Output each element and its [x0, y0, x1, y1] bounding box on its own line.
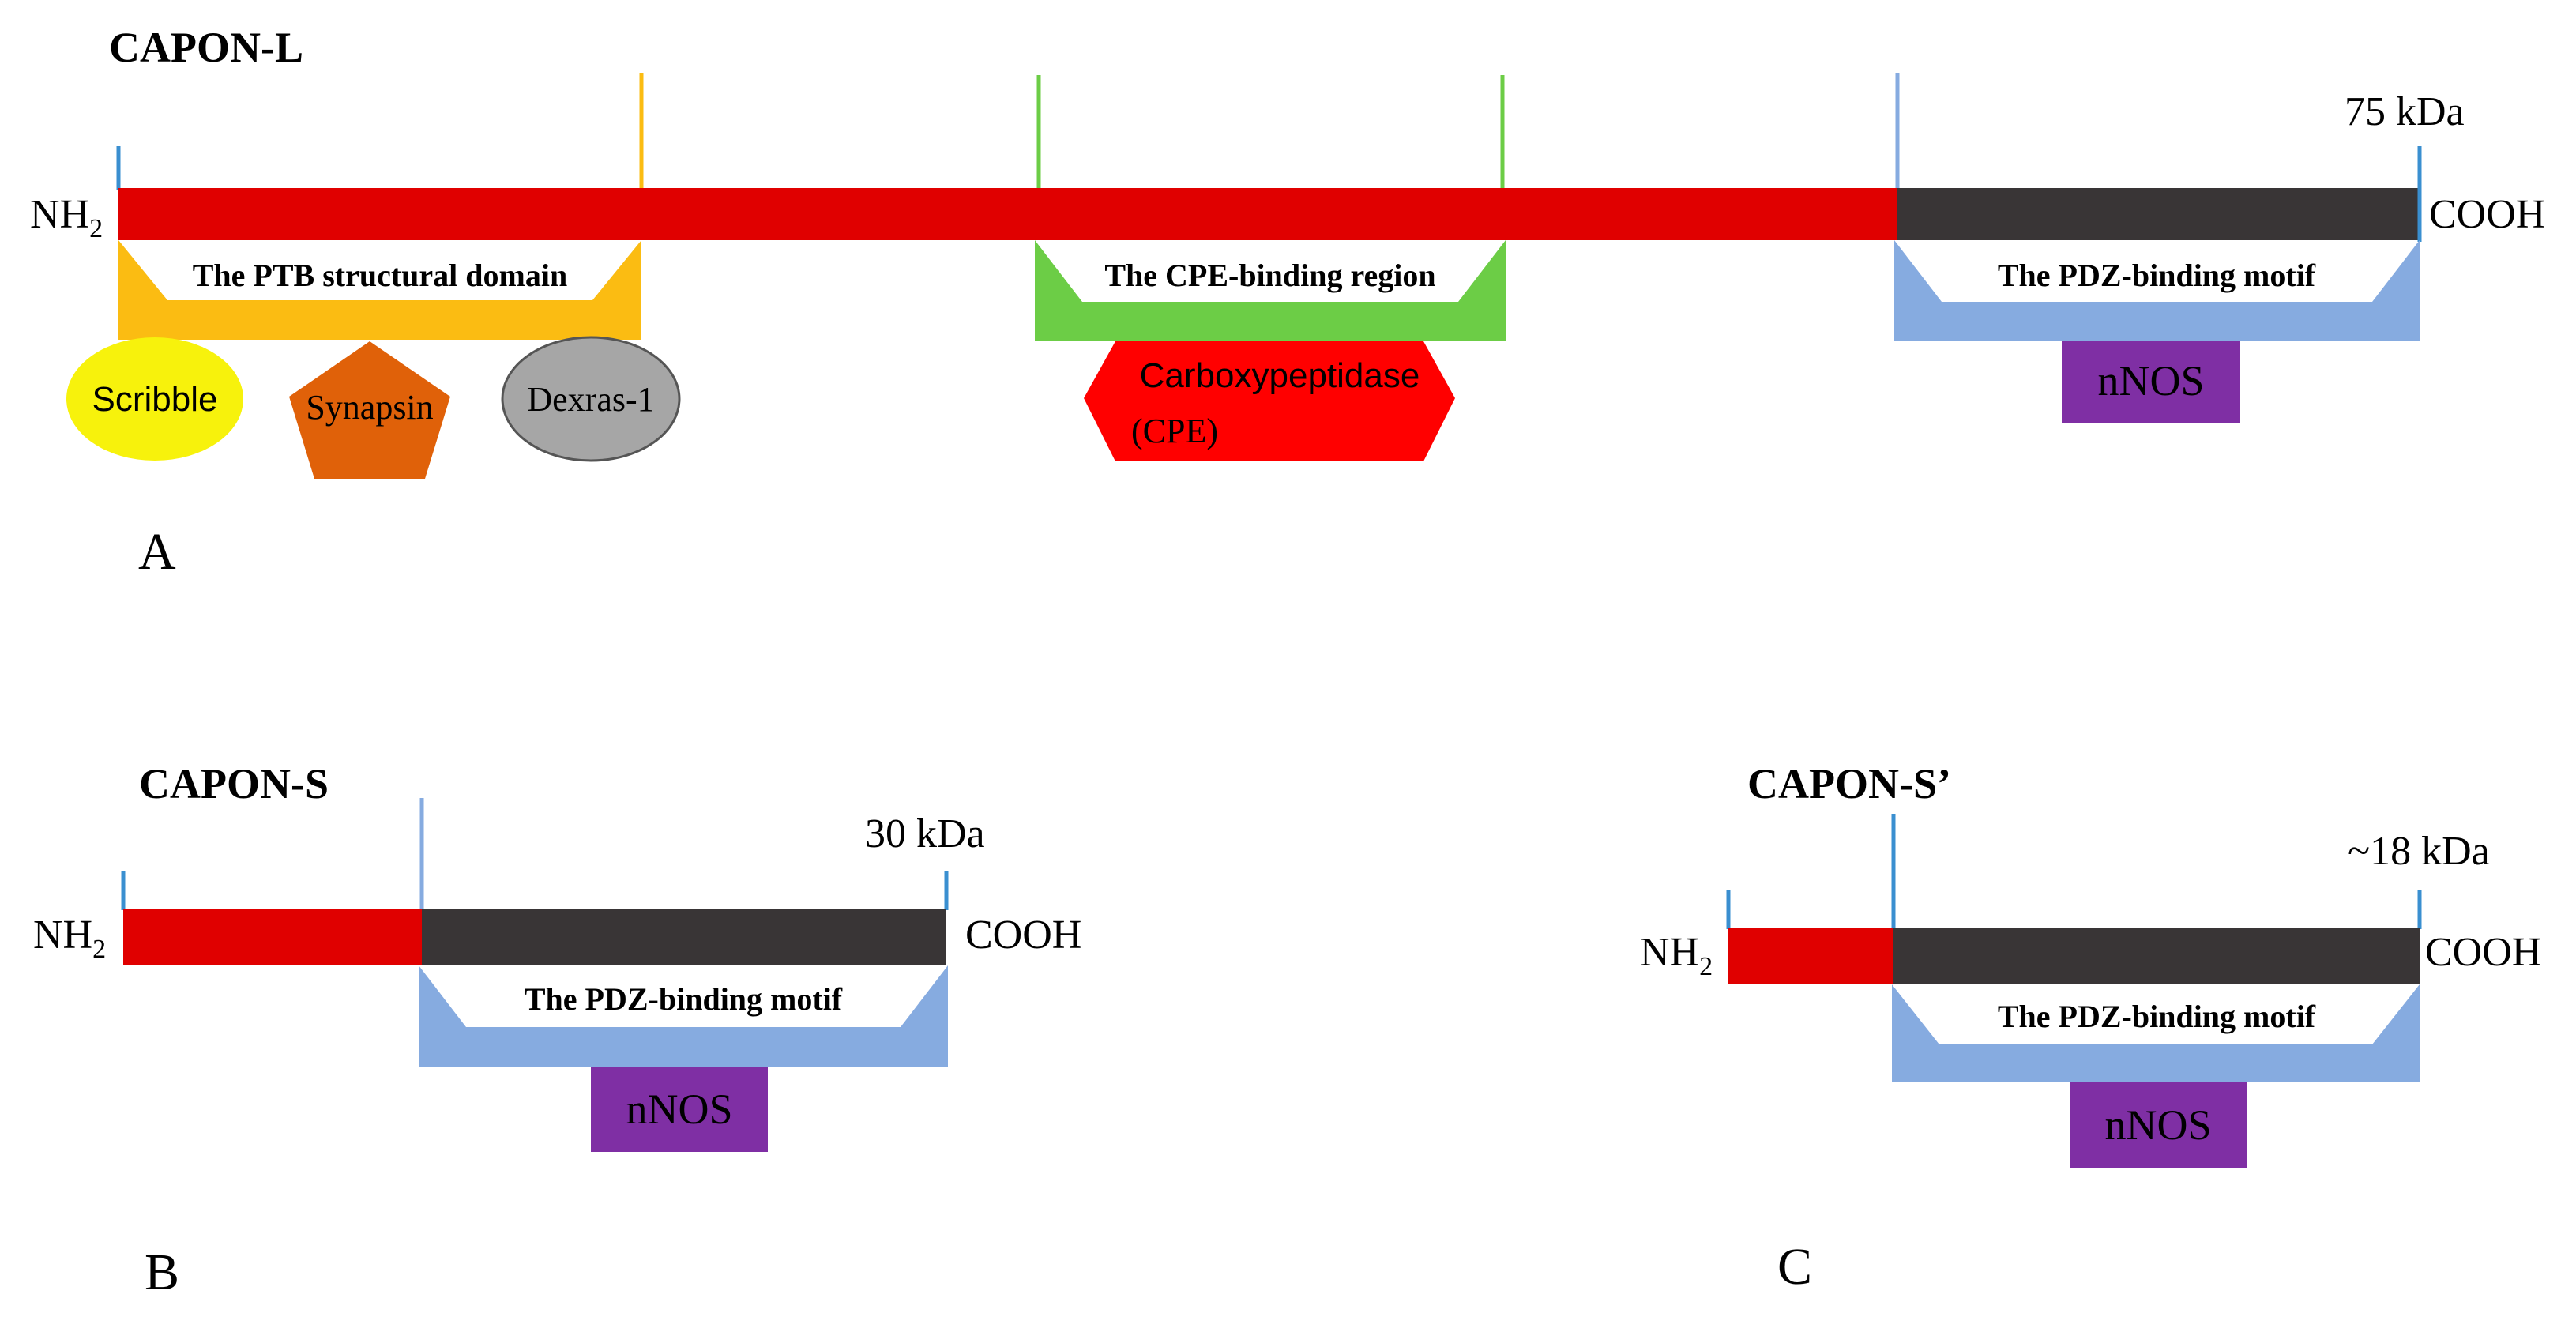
c-pdz-binding-label: The PDZ-binding motif: [1998, 999, 2316, 1034]
b-pdz-binding-label: The PDZ-binding motif: [525, 981, 843, 1017]
synapsin-node: [289, 341, 450, 479]
nnos-label: nNOS: [2097, 357, 2204, 405]
n-terminus-label: NH2: [30, 192, 103, 243]
b-nnos-node: [591, 1067, 768, 1152]
b-pdz-segment: [422, 909, 946, 965]
panel-b-title: CAPON-S: [139, 760, 329, 807]
b-pdz-binding-bracket: [419, 965, 948, 1067]
pdz-binding-bracket: [1894, 240, 2420, 341]
panel-b-letter: B: [145, 1244, 179, 1301]
carboxypeptidase-abbrev: (CPE): [1131, 412, 1218, 450]
panel-c-title: CAPON-S’: [1747, 760, 1951, 807]
panel-a-title: CAPON-L: [109, 24, 303, 71]
c-nnos-node: [2070, 1082, 2247, 1168]
ptb-domain-label: The PTB structural domain: [193, 258, 567, 293]
c-protein-bar: [1728, 928, 1893, 984]
synapsin-label: Synapsin: [306, 388, 433, 427]
panel-a: CAPON-L NH2 COOH 75 kDa The PTB structur…: [30, 24, 2545, 581]
panel-b: CAPON-S NH2 COOH 30 kDa The PDZ-binding …: [33, 760, 1081, 1301]
c-c-terminus-label: COOH: [2425, 930, 2541, 975]
carboxypeptidase-label: Carboxypeptidase: [1140, 356, 1420, 395]
panel-c: CAPON-S’ NH2 COOH ~18 kDa The PDZ-bindin…: [1640, 760, 2541, 1296]
c-pdz-segment: [1893, 928, 2420, 984]
c-terminus-label: COOH: [2429, 192, 2545, 237]
c-molecular-weight-label: ~18 kDa: [2348, 829, 2490, 874]
c-pdz-binding-bracket: [1892, 984, 2420, 1082]
b-n-terminus-label: NH2: [33, 912, 106, 964]
panel-a-letter: A: [138, 523, 176, 581]
ptb-domain-bracket: [118, 240, 641, 340]
carboxypeptidase-node: [1084, 341, 1455, 461]
dexras-label: Dexras-1: [527, 380, 654, 419]
nnos-node: [2062, 341, 2240, 423]
c-nnos-label: nNOS: [2104, 1101, 2211, 1149]
b-molecular-weight-label: 30 kDa: [865, 811, 985, 856]
b-nnos-label: nNOS: [626, 1086, 732, 1133]
c-n-terminus-label: NH2: [1640, 930, 1713, 981]
cpe-binding-bracket: [1035, 240, 1506, 341]
b-protein-bar: [123, 909, 422, 965]
cpe-binding-label: The CPE-binding region: [1104, 258, 1435, 293]
molecular-weight-label: 75 kDa: [2345, 89, 2465, 134]
b-c-terminus-label: COOH: [965, 912, 1081, 958]
pdz-binding-label: The PDZ-binding motif: [1998, 258, 2316, 293]
scribble-node: [66, 337, 243, 461]
pdz-segment: [1897, 188, 2420, 240]
protein-bar: [118, 188, 1897, 240]
scribble-label: Scribble: [92, 380, 218, 419]
panel-c-letter: C: [1777, 1238, 1812, 1296]
dexras-node: [501, 336, 681, 462]
